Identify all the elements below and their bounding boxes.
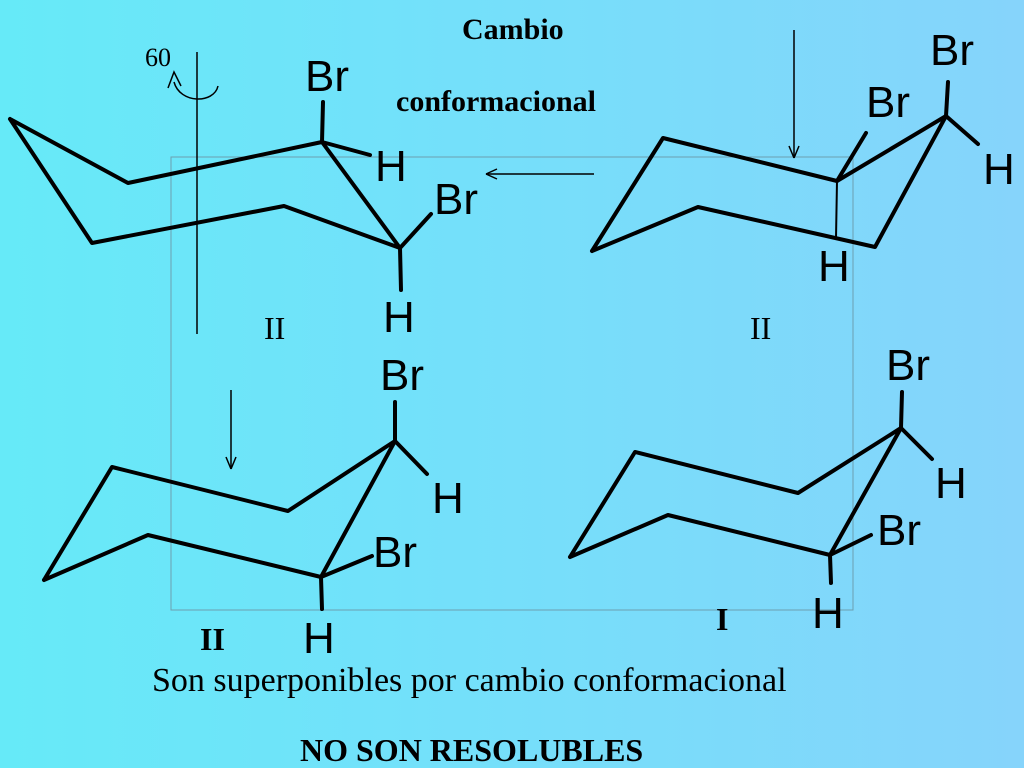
chair-top-left [8,100,433,292]
rotation-arc [173,81,219,100]
atom-br-2: Br [434,175,478,224]
atom-br-1: Br [380,351,424,400]
isomer-label-bottom-right: I [716,601,729,637]
atom-br-2: Br [866,78,910,127]
atom-br-2: Br [373,528,417,577]
chair-bottom-left [42,400,429,611]
rotation-arrowhead [167,70,182,89]
conclusion-text: NO SON RESOLUBLES [300,732,644,768]
atom-h-2: H [818,242,850,291]
isomer-label-bottom-left: II [200,621,225,657]
atom-br-1: Br [305,52,349,101]
heading-line-2: conformacional [396,85,596,118]
caption-text: Son superponibles por cambio conformacio… [152,662,787,699]
isomer-label-top-right: II [750,310,772,346]
atom-h-2: H [383,293,415,342]
atom-h-2: H [303,614,335,663]
chair-bottom-right [568,390,934,585]
frame-outline [170,156,854,611]
rotation-angle-label: 60 [145,43,171,72]
atom-br-2: Br [877,506,921,555]
heading-line-1: Cambio [462,13,564,46]
atom-h-1: H [935,459,967,508]
atom-h-1: H [432,474,464,523]
isomer-label-top-left: II [264,310,286,346]
atom-br-1: Br [930,26,974,75]
atom-h-1: H [375,142,407,191]
chair-top-right [590,80,980,253]
atom-br-1: Br [886,341,930,390]
atom-h-2: H [812,589,844,638]
atom-h-1: H [983,145,1015,194]
